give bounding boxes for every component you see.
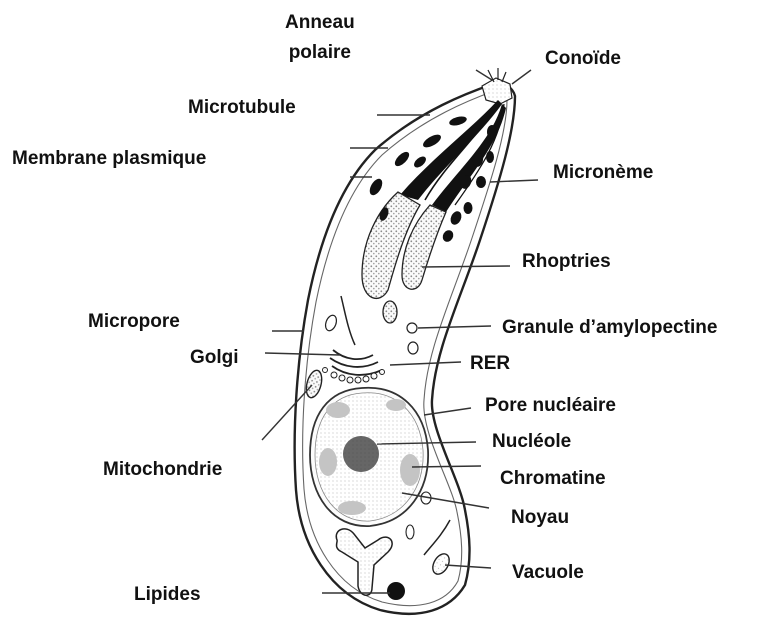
label-microtubule: Microtubule bbox=[188, 96, 296, 120]
small-vesicle-2 bbox=[406, 525, 414, 539]
label-micropore: Micropore bbox=[88, 310, 180, 334]
label-conoide: Conoïde bbox=[545, 47, 621, 71]
amylopectin-granule-4 bbox=[408, 342, 418, 354]
label-anneau-polaire: Anneau polaire bbox=[285, 8, 355, 68]
label-pore-nucleaire: Pore nucléaire bbox=[485, 394, 616, 418]
amylopectin-granule-1 bbox=[383, 301, 397, 323]
label-rer: RER bbox=[470, 352, 510, 376]
nucleolus-texture bbox=[343, 436, 379, 472]
label-anneau-polaire-line1: Anneau bbox=[285, 8, 355, 38]
label-mitochondrie: Mitochondrie bbox=[103, 458, 222, 482]
label-anneau-polaire-line2: polaire bbox=[285, 38, 355, 68]
lipid-droplet bbox=[387, 582, 405, 600]
label-rhoptries: Rhoptries bbox=[522, 250, 611, 274]
conoid-apex bbox=[482, 78, 512, 104]
amylopectin-granule-3 bbox=[407, 323, 417, 333]
label-granule-amylopectine: Granule d’amylopectine bbox=[502, 316, 717, 340]
label-nucleole: Nucléole bbox=[492, 430, 571, 454]
label-golgi: Golgi bbox=[190, 346, 239, 370]
label-noyau: Noyau bbox=[511, 506, 569, 530]
label-membrane-plasmique: Membrane plasmique bbox=[12, 147, 206, 171]
label-microneme: Micronème bbox=[553, 161, 653, 185]
label-vacuole: Vacuole bbox=[512, 561, 584, 585]
label-chromatine: Chromatine bbox=[500, 467, 606, 491]
label-lipides: Lipides bbox=[134, 583, 201, 607]
